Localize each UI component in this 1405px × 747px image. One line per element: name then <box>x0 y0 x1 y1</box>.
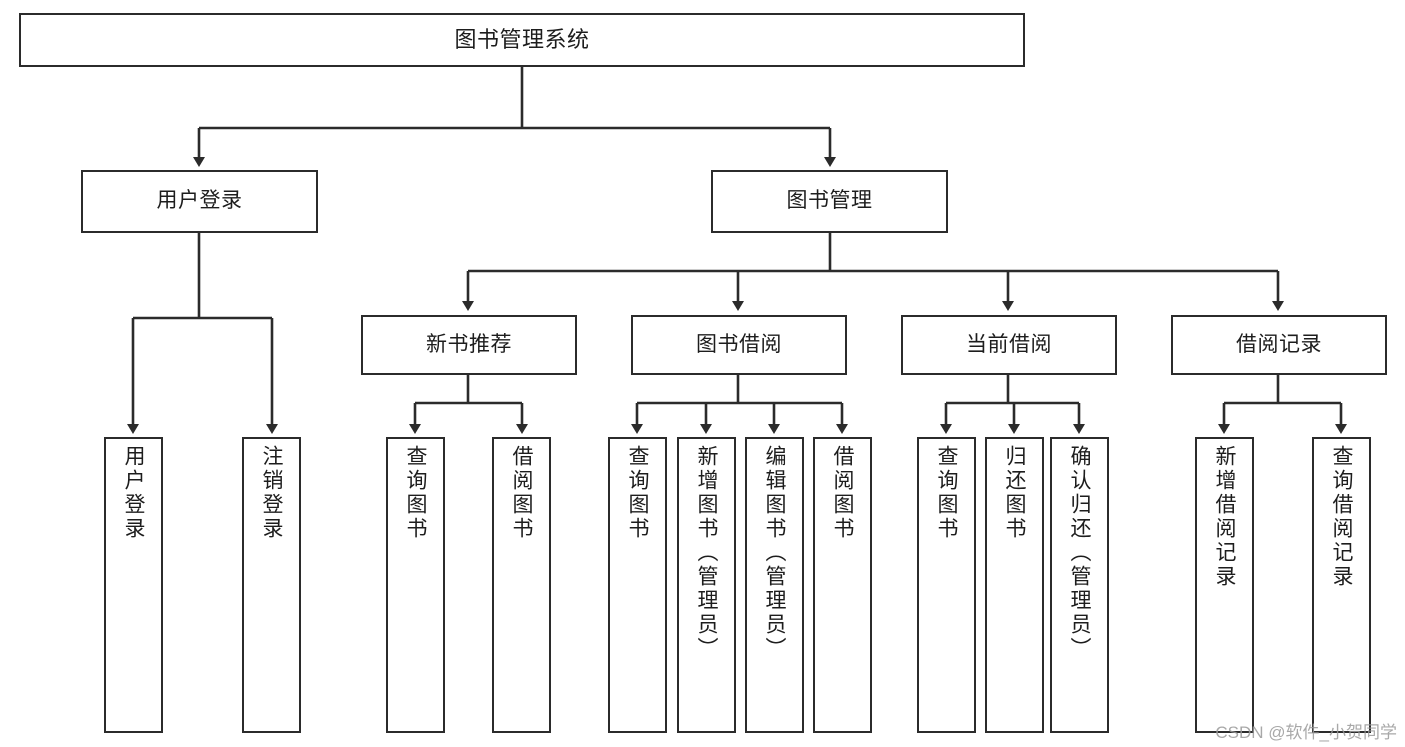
leaf-edit-book-admin[interactable]: 编辑图书（管理员） <box>745 437 804 733</box>
node-label: 借阅图书 <box>510 445 533 541</box>
leaf-query-borrow-record[interactable]: 查询借阅记录 <box>1312 437 1371 733</box>
node-root-book-management-system[interactable]: 图书管理系统 <box>19 13 1025 67</box>
node-label: 归还图书 <box>1003 445 1026 541</box>
node-label: 图书管理 <box>786 189 873 213</box>
node-label: 用户登录 <box>156 189 243 213</box>
node-label: 查询图书 <box>935 445 958 541</box>
node-new-book-recommend[interactable]: 新书推荐 <box>361 315 577 375</box>
leaf-query-book-current[interactable]: 查询图书 <box>917 437 976 733</box>
leaf-confirm-return-admin[interactable]: 确认归还（管理员） <box>1050 437 1109 733</box>
leaf-logout[interactable]: 注销登录 <box>242 437 301 733</box>
node-label: 编辑图书（管理员） <box>763 445 786 661</box>
node-label: 用户登录 <box>122 445 145 541</box>
node-current-borrow[interactable]: 当前借阅 <box>901 315 1117 375</box>
leaf-user-login[interactable]: 用户登录 <box>104 437 163 733</box>
node-label: 新增图书（管理员） <box>695 445 718 661</box>
node-label: 确认归还（管理员） <box>1068 445 1091 661</box>
node-book-management[interactable]: 图书管理 <box>711 170 948 233</box>
node-label: 借阅记录 <box>1236 332 1322 356</box>
node-label: 新书推荐 <box>426 332 512 356</box>
node-label: 当前借阅 <box>966 332 1052 356</box>
node-label: 新增借阅记录 <box>1213 445 1236 589</box>
node-label: 注销登录 <box>260 445 283 541</box>
node-label: 查询图书 <box>626 445 649 541</box>
leaf-return-book[interactable]: 归还图书 <box>985 437 1044 733</box>
leaf-query-book-recommend[interactable]: 查询图书 <box>386 437 445 733</box>
node-user-login[interactable]: 用户登录 <box>81 170 318 233</box>
node-borrow-records[interactable]: 借阅记录 <box>1171 315 1387 375</box>
node-label: 借阅图书 <box>831 445 854 541</box>
node-label: 查询图书 <box>404 445 427 541</box>
leaf-borrow-book[interactable]: 借阅图书 <box>813 437 872 733</box>
leaf-add-book-admin[interactable]: 新增图书（管理员） <box>677 437 736 733</box>
leaf-add-borrow-record[interactable]: 新增借阅记录 <box>1195 437 1254 733</box>
node-label: 查询借阅记录 <box>1330 445 1353 589</box>
node-label: 图书借阅 <box>696 332 782 356</box>
leaf-borrow-book-recommend[interactable]: 借阅图书 <box>492 437 551 733</box>
leaf-query-book-borrow[interactable]: 查询图书 <box>608 437 667 733</box>
csdn-watermark: CSDN @软件_小贺同学 <box>1215 723 1397 742</box>
node-label: 图书管理系统 <box>454 27 590 53</box>
node-book-borrow[interactable]: 图书借阅 <box>631 315 847 375</box>
